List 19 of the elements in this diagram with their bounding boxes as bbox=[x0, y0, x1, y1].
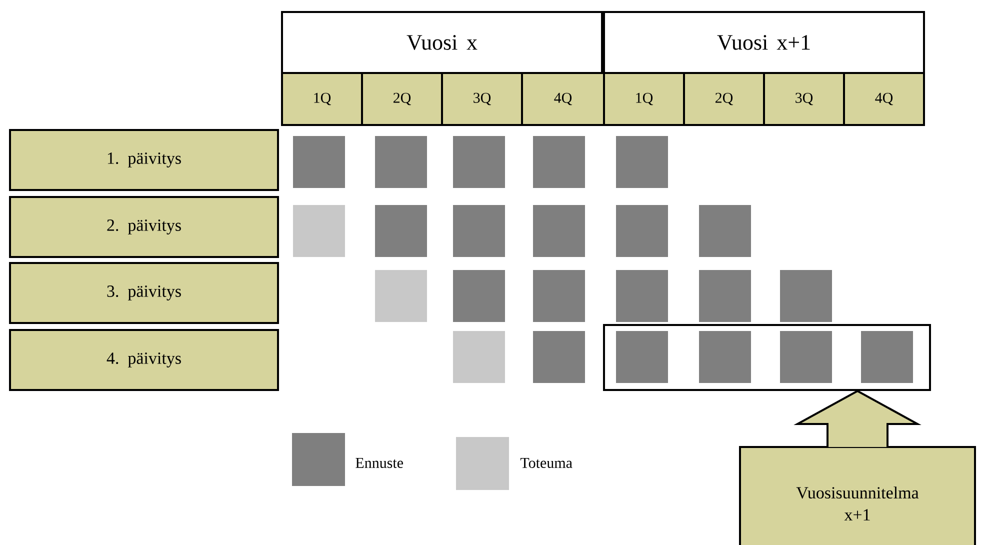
row-label: 1. päivitys bbox=[9, 129, 279, 191]
year-header: Vuosi x+1 bbox=[603, 11, 925, 74]
row-label: 3. päivitys bbox=[9, 262, 279, 324]
quarter-header: 4Q bbox=[843, 72, 925, 126]
callout-box: Vuosisuunnitelma x+1 bbox=[739, 446, 976, 545]
quarter-header: 3Q bbox=[441, 72, 523, 126]
row-label: 4. päivitys bbox=[9, 329, 279, 391]
quarter-header: 2Q bbox=[683, 72, 765, 126]
quarter-header: 1Q bbox=[603, 72, 685, 126]
year-header: Vuosi x bbox=[281, 11, 603, 74]
quarter-header: 2Q bbox=[361, 72, 443, 126]
legend-label: Toteuma bbox=[520, 458, 572, 468]
quarter-header: 1Q bbox=[281, 72, 363, 126]
row-label: 2. päivitys bbox=[9, 196, 279, 258]
quarter-header: 3Q bbox=[763, 72, 845, 126]
quarter-header: 4Q bbox=[521, 72, 605, 126]
legend-label: Ennuste bbox=[356, 458, 403, 468]
block-arrow bbox=[794, 390, 922, 448]
highlight-frame bbox=[603, 324, 931, 391]
